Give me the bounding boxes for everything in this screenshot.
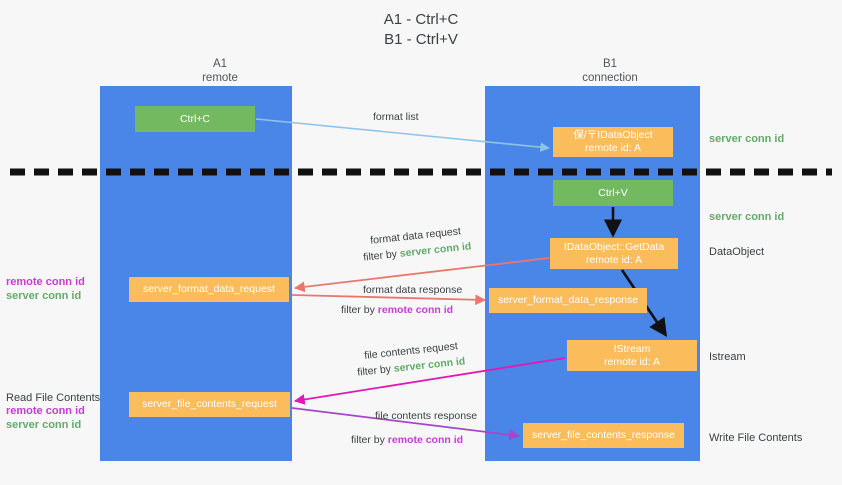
filter-prefix: filter by	[362, 247, 401, 264]
annotation-conn-id-pair-top: remote conn id server conn id	[6, 275, 85, 303]
node-server-format-data-response[interactable]: server_format_data_response	[489, 288, 647, 313]
annotation-server-conn-id-top: server conn id	[709, 133, 785, 145]
annotation-conn-id-pair-bottom: Read File Contents remote conn id server…	[6, 392, 100, 432]
node-idataobject-getdata[interactable]: IDataObject::GetData remote id: A	[550, 238, 678, 269]
annotation-server-conn-id-mid: server conn id	[709, 211, 785, 223]
edge-label-file-contents-response-filter: filter by remote conn id	[351, 433, 463, 447]
node-idataobject[interactable]: 保/〒IDataObject remote id: A	[553, 127, 673, 157]
annotation-remote-conn-id: remote conn id	[6, 405, 85, 417]
node-istream[interactable]: IStream remote id: A	[567, 340, 697, 371]
node-ctrl-v[interactable]: Ctrl+V	[553, 180, 673, 206]
annotation-istream: Istream	[709, 351, 746, 363]
annotation-server-conn-id: server conn id	[6, 290, 82, 302]
annotation-write-file-contents: Write File Contents	[709, 432, 803, 444]
annotation-dataobject: DataObject	[709, 246, 765, 258]
node-ctrl-c[interactable]: Ctrl+C	[135, 106, 255, 132]
annotation-remote-conn-id: remote conn id	[6, 276, 85, 288]
filter-key-remote-conn-id: remote conn id	[377, 304, 454, 316]
edge-label-format-data-response-filter: filter by remote conn id	[341, 303, 453, 317]
node-server-format-data-request[interactable]: server_format_data_request	[129, 277, 289, 302]
filter-prefix: filter by	[351, 434, 388, 446]
edge-label-format-list: format list	[373, 111, 419, 123]
node-server-file-contents-response[interactable]: server_file_contents_response	[523, 423, 684, 448]
edge-label-format-data-response: format data response	[363, 284, 463, 296]
annotation-server-conn-id: server conn id	[6, 419, 82, 431]
filter-prefix: filter by	[341, 304, 378, 316]
edge-label-file-contents-response: file contents response	[375, 410, 478, 422]
page-title: A1 - Ctrl+C B1 - Ctrl+V	[383, 11, 459, 48]
filter-prefix: filter by	[356, 362, 395, 379]
lane-header-a1: A1 remote	[202, 58, 238, 84]
annotation-read-file-contents: Read File Contents	[6, 392, 101, 404]
filter-key-remote-conn-id: remote conn id	[387, 434, 464, 446]
node-server-file-contents-request[interactable]: server_file_contents_request	[129, 392, 290, 417]
lane-header-b1: B1 connection	[582, 58, 638, 84]
